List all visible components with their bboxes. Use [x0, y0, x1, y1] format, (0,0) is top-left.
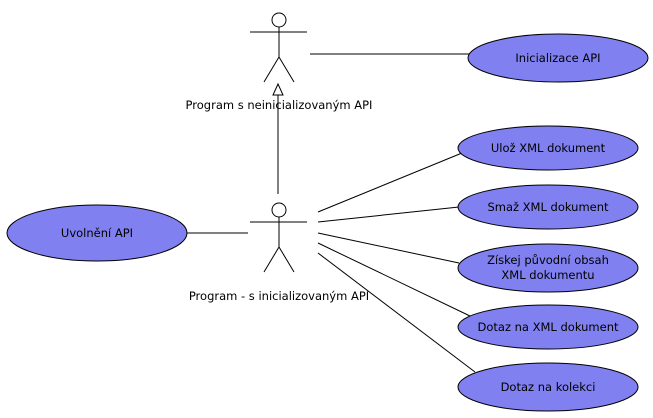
actor-right-leg: [278, 56, 295, 83]
generalization-arrowhead: [272, 82, 284, 96]
use-case-ellipse: [6, 204, 188, 262]
use-case-ellipse: [457, 125, 639, 171]
actor-left-leg: [263, 246, 280, 273]
use-case-get-content[interactable]: Získej původní obsah XML dokumentu: [457, 243, 639, 293]
use-case-get-content-label-2: XML dokumentu: [501, 268, 594, 282]
association-save: [317, 152, 463, 213]
actor-right-leg: [278, 246, 295, 273]
use-case-query-coll[interactable]: Dotaz na kolekci: [457, 362, 639, 412]
use-case-ellipse: [457, 243, 639, 293]
generalization: [272, 82, 284, 194]
actor-left-leg: [263, 56, 280, 83]
use-case-init-label: Inicializace API: [515, 51, 600, 65]
actor-initialized[interactable]: [250, 202, 307, 273]
use-case-get-content-label-1: Získej původní obsah: [487, 253, 609, 267]
association-delete: [317, 206, 460, 223]
associations: [187, 53, 476, 373]
use-case-query-doc-label: Dotaz na XML dokument: [478, 320, 619, 334]
actor-head: [271, 12, 287, 28]
association-query-coll: [317, 252, 476, 373]
use-case-release-label: Uvolnění API: [61, 226, 133, 240]
use-case-save-label: Ulož XML dokument: [491, 141, 606, 155]
use-case-delete[interactable]: Smaž XML dokument: [457, 184, 639, 230]
use-case-delete-label: Smaž XML dokument: [487, 200, 609, 214]
actor-initialized-label: Program - s inicializovaným API: [189, 289, 369, 303]
association-get-content: [317, 232, 460, 264]
use-case-release[interactable]: Uvolnění API: [6, 204, 188, 262]
actor-head: [271, 202, 287, 218]
use-case-ellipse: [467, 33, 649, 83]
actor-uninitialized-label: Program s neinicializovaným API: [186, 98, 373, 112]
association-query-doc: [317, 242, 471, 317]
actor-uninitialized[interactable]: [250, 12, 307, 83]
use-case-ellipse: [457, 362, 639, 412]
use-case-query-coll-label: Dotaz na kolekci: [501, 380, 596, 394]
use-case-query-doc[interactable]: Dotaz na XML dokument: [457, 304, 639, 350]
use-case-ellipse: [457, 304, 639, 350]
use-case-ellipse: [457, 184, 639, 230]
use-case-save[interactable]: Ulož XML dokument: [457, 125, 639, 171]
use-case-init[interactable]: Inicializace API: [467, 33, 649, 83]
